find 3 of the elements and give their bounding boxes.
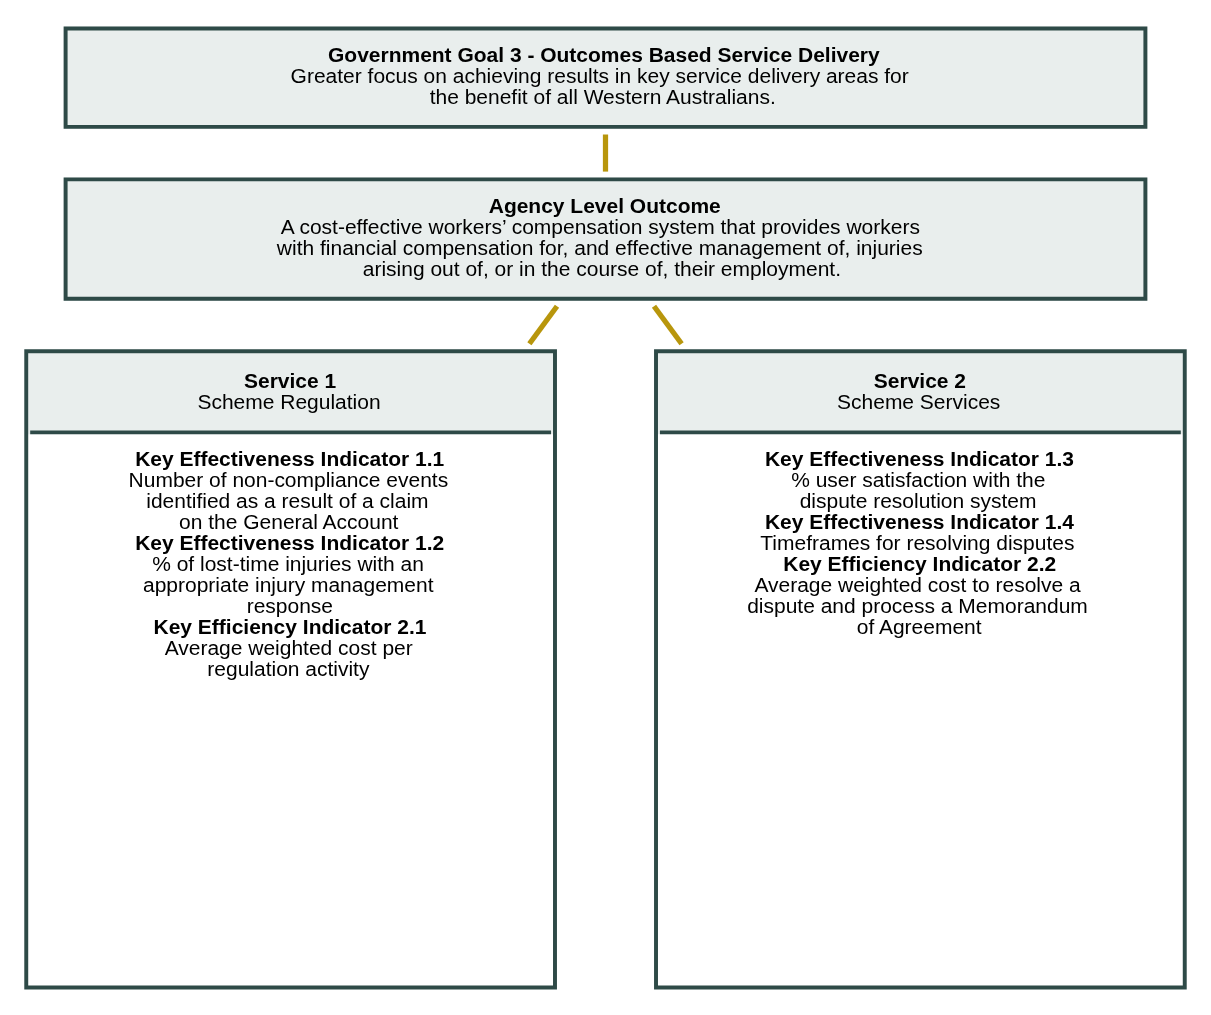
connector [651,304,684,345]
connector [527,304,560,345]
connector [602,134,609,172]
